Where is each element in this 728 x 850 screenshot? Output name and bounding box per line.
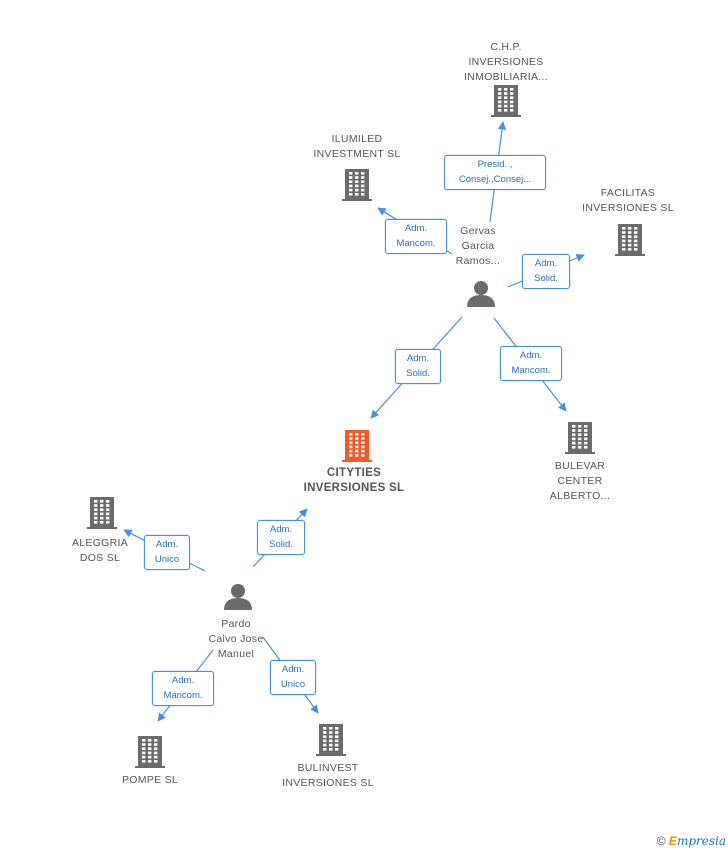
- node-label-line: Pardo: [221, 618, 251, 630]
- node-label-line: INVERSIONES SL: [303, 482, 405, 494]
- brand-mark: E: [668, 834, 677, 848]
- node-label-line: BULEVAR: [554, 460, 606, 472]
- edge-label-line: Adm.: [519, 350, 543, 361]
- edge-label-pardo-cityties[interactable]: Adm. Solid.: [257, 520, 305, 555]
- edge-label-line: Unico: [280, 679, 306, 690]
- node-label-line: BULINVEST: [297, 762, 359, 774]
- edge-label-pardo-bulinvest[interactable]: Adm. Unico: [270, 660, 316, 695]
- edge-label-line: Adm.: [155, 539, 179, 550]
- edge-label-line: Adm.: [534, 258, 558, 269]
- edge-label-line: Adm.: [404, 223, 428, 234]
- brand-name: mpresia: [676, 834, 726, 848]
- building-icon[interactable]: [87, 497, 117, 529]
- edge-label-line: Adm.: [281, 664, 305, 675]
- edge-label-line: Adm.: [406, 353, 430, 364]
- edge-label-line: Unico: [154, 554, 180, 565]
- edge-label-gervas-chp[interactable]: Presid. , Consej.,Consej...: [444, 155, 546, 190]
- edge-label-pardo-pompe[interactable]: Adm. Mancom.: [152, 671, 214, 706]
- node-label-line: INVESTMENT SL: [313, 148, 401, 160]
- node-label-line: ALEGGRIA: [71, 537, 129, 549]
- building-icon[interactable]: [342, 430, 372, 462]
- edge-label-line: Consej.,Consej...: [458, 174, 532, 185]
- building-icon[interactable]: [135, 736, 165, 768]
- node-label-cityties[interactable]: CITYTIES INVERSIONES SL: [289, 466, 419, 496]
- person-icon[interactable]: [224, 584, 252, 610]
- edge-label-line: Mancom.: [396, 238, 436, 249]
- building-icon[interactable]: [565, 422, 595, 454]
- node-label-line: Gervas: [460, 225, 496, 237]
- node-label-line: CITYTIES: [326, 467, 382, 479]
- node-label-bulevar[interactable]: BULEVAR CENTER ALBERTO...: [515, 459, 645, 504]
- node-label-line: Ramos...: [455, 255, 501, 267]
- edge-label-line: Mancom.: [511, 365, 551, 376]
- edge-label-line: Solid.: [269, 539, 293, 550]
- person-icon[interactable]: [467, 281, 495, 307]
- node-label-line: ILUMILED: [331, 133, 383, 145]
- edge-label-line: Solid.: [406, 368, 430, 379]
- node-label-line: Calvo Jose: [208, 633, 264, 645]
- node-label-line: Manuel: [217, 648, 255, 660]
- node-label-line: Garcia: [461, 240, 495, 252]
- building-icon[interactable]: [491, 85, 521, 117]
- edge-label-line: Adm.: [171, 675, 195, 686]
- node-label-pompe[interactable]: POMPE SL: [85, 773, 215, 788]
- edge-label-gervas-bulevar[interactable]: Adm. Mancom.: [500, 346, 562, 381]
- node-label-line: ALBERTO...: [549, 490, 611, 502]
- copyright-icon: ©: [656, 834, 666, 848]
- building-icon[interactable]: [615, 224, 645, 256]
- node-label-line: C.H.P.: [490, 41, 522, 53]
- building-icon[interactable]: [342, 169, 372, 201]
- edge-label-gervas-cityties[interactable]: Adm. Solid.: [395, 349, 441, 384]
- node-label-line: DOS SL: [79, 552, 121, 564]
- building-icon[interactable]: [316, 724, 346, 756]
- edge-label-line: Adm.: [269, 524, 293, 535]
- footer-brand[interactable]: © Empresia: [657, 834, 726, 848]
- edge-label-gervas-ilumiled[interactable]: Adm. Mancom.: [385, 219, 447, 254]
- edge-label-pardo-alleggria[interactable]: Adm. Unico: [144, 535, 190, 570]
- node-label-line: INVERSIONES SL: [582, 202, 674, 214]
- node-label-line: CENTER: [557, 475, 603, 487]
- node-label-facilitas[interactable]: FACILITAS INVERSIONES SL: [563, 186, 693, 216]
- node-label-line: INVERSIONES: [468, 56, 544, 68]
- node-label-line: INMOBILIARIA...: [464, 71, 548, 83]
- node-label-alleggria[interactable]: ALEGGRIA DOS SL: [35, 536, 165, 566]
- edge-label-line: Solid.: [534, 273, 558, 284]
- node-label-line: POMPE SL: [121, 774, 179, 786]
- node-label-ilumiled[interactable]: ILUMILED INVESTMENT SL: [292, 132, 422, 162]
- edge-label-gervas-facilitas[interactable]: Adm. Solid.: [522, 254, 570, 289]
- node-label-bulinvest[interactable]: BULINVEST INVERSIONES SL: [263, 761, 393, 791]
- node-label-line: FACILITAS: [600, 187, 656, 199]
- node-label-line: INVERSIONES SL: [282, 777, 374, 789]
- node-label-chp[interactable]: C.H.P. INVERSIONES INMOBILIARIA...: [441, 40, 571, 85]
- edge-label-line: Presid. ,: [477, 159, 513, 170]
- edge-label-line: Mancom.: [163, 690, 203, 701]
